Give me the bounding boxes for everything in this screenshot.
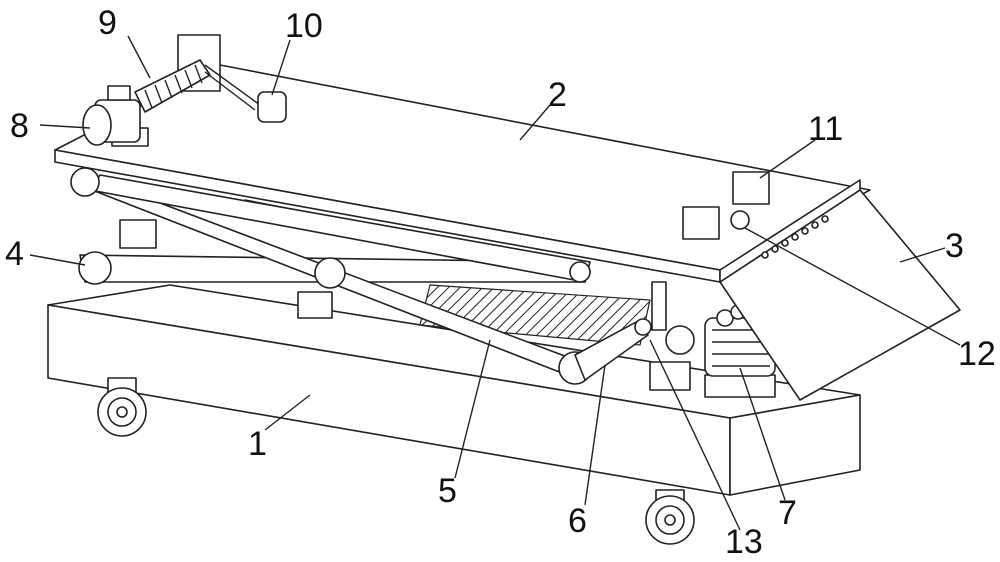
- wheel-front-right: [646, 490, 694, 544]
- label-9: 9: [98, 4, 117, 42]
- mount-block: [298, 292, 332, 318]
- label-13: 13: [725, 523, 763, 561]
- label-10: 10: [285, 7, 323, 45]
- label-11: 11: [808, 110, 843, 148]
- label-1: 1: [248, 425, 267, 463]
- label-8: 8: [10, 107, 29, 145]
- label-4: 4: [5, 235, 24, 273]
- label-3: 3: [945, 227, 964, 265]
- motor-base: [705, 375, 775, 397]
- label-5: 5: [438, 472, 457, 510]
- label-7: 7: [778, 494, 797, 532]
- clamp: [258, 92, 286, 122]
- label-12: 12: [958, 335, 996, 373]
- mount-block: [650, 362, 690, 390]
- label-6: 6: [568, 502, 587, 540]
- lever: [652, 282, 666, 330]
- label-2: 2: [548, 76, 567, 114]
